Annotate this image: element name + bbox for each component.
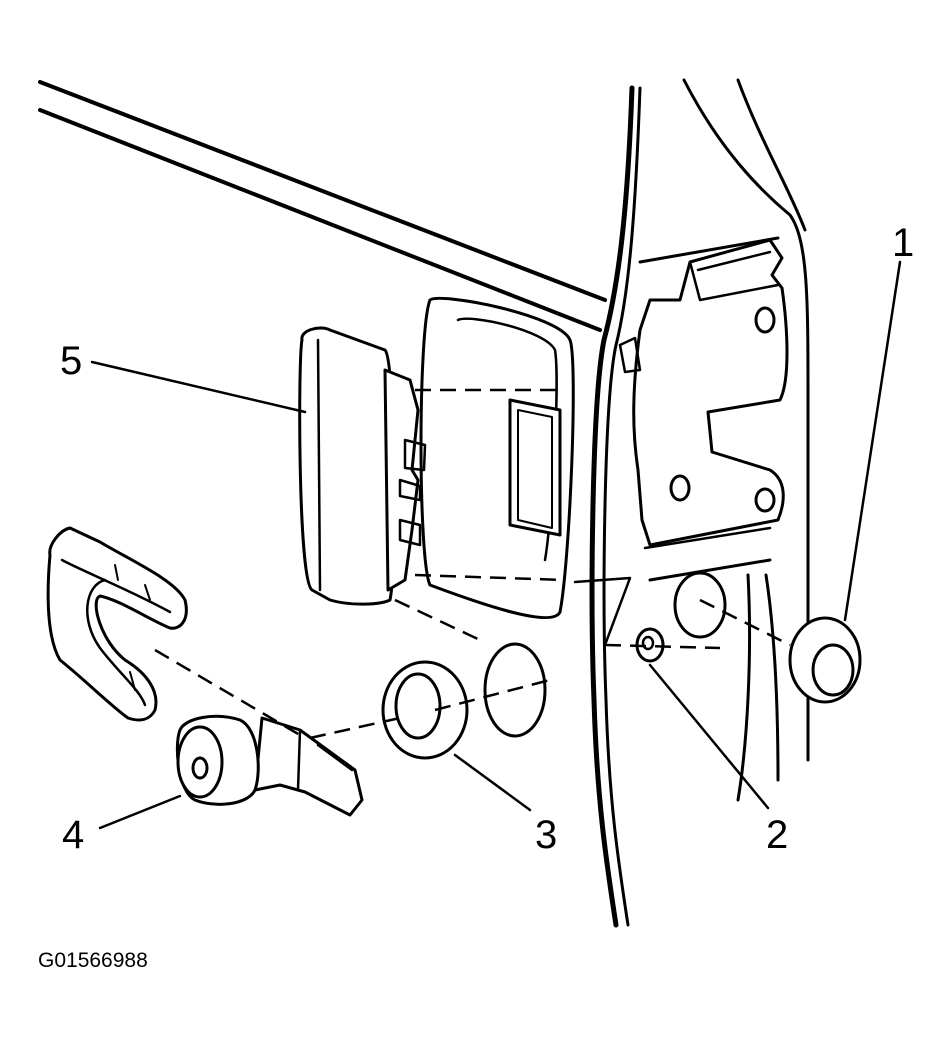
- callout-4: 4: [62, 813, 84, 857]
- handle-recess: [419, 296, 575, 620]
- grommet: [673, 571, 862, 704]
- callout-5: 5: [60, 339, 82, 383]
- callout-3: 3: [535, 813, 557, 857]
- door-panel: [38, 80, 642, 928]
- cylinder-gasket: [381, 642, 547, 760]
- lock-cylinder: [175, 714, 364, 817]
- callout-2: 2: [766, 813, 788, 857]
- retainer-clip: [46, 526, 188, 722]
- door-handle: [298, 326, 427, 606]
- latch-bracket: [618, 238, 789, 550]
- alignment-lines: [154, 388, 791, 740]
- figure-id: G01566988: [38, 949, 148, 972]
- leader-lines: [90, 260, 902, 830]
- callout-1: 1: [892, 221, 914, 265]
